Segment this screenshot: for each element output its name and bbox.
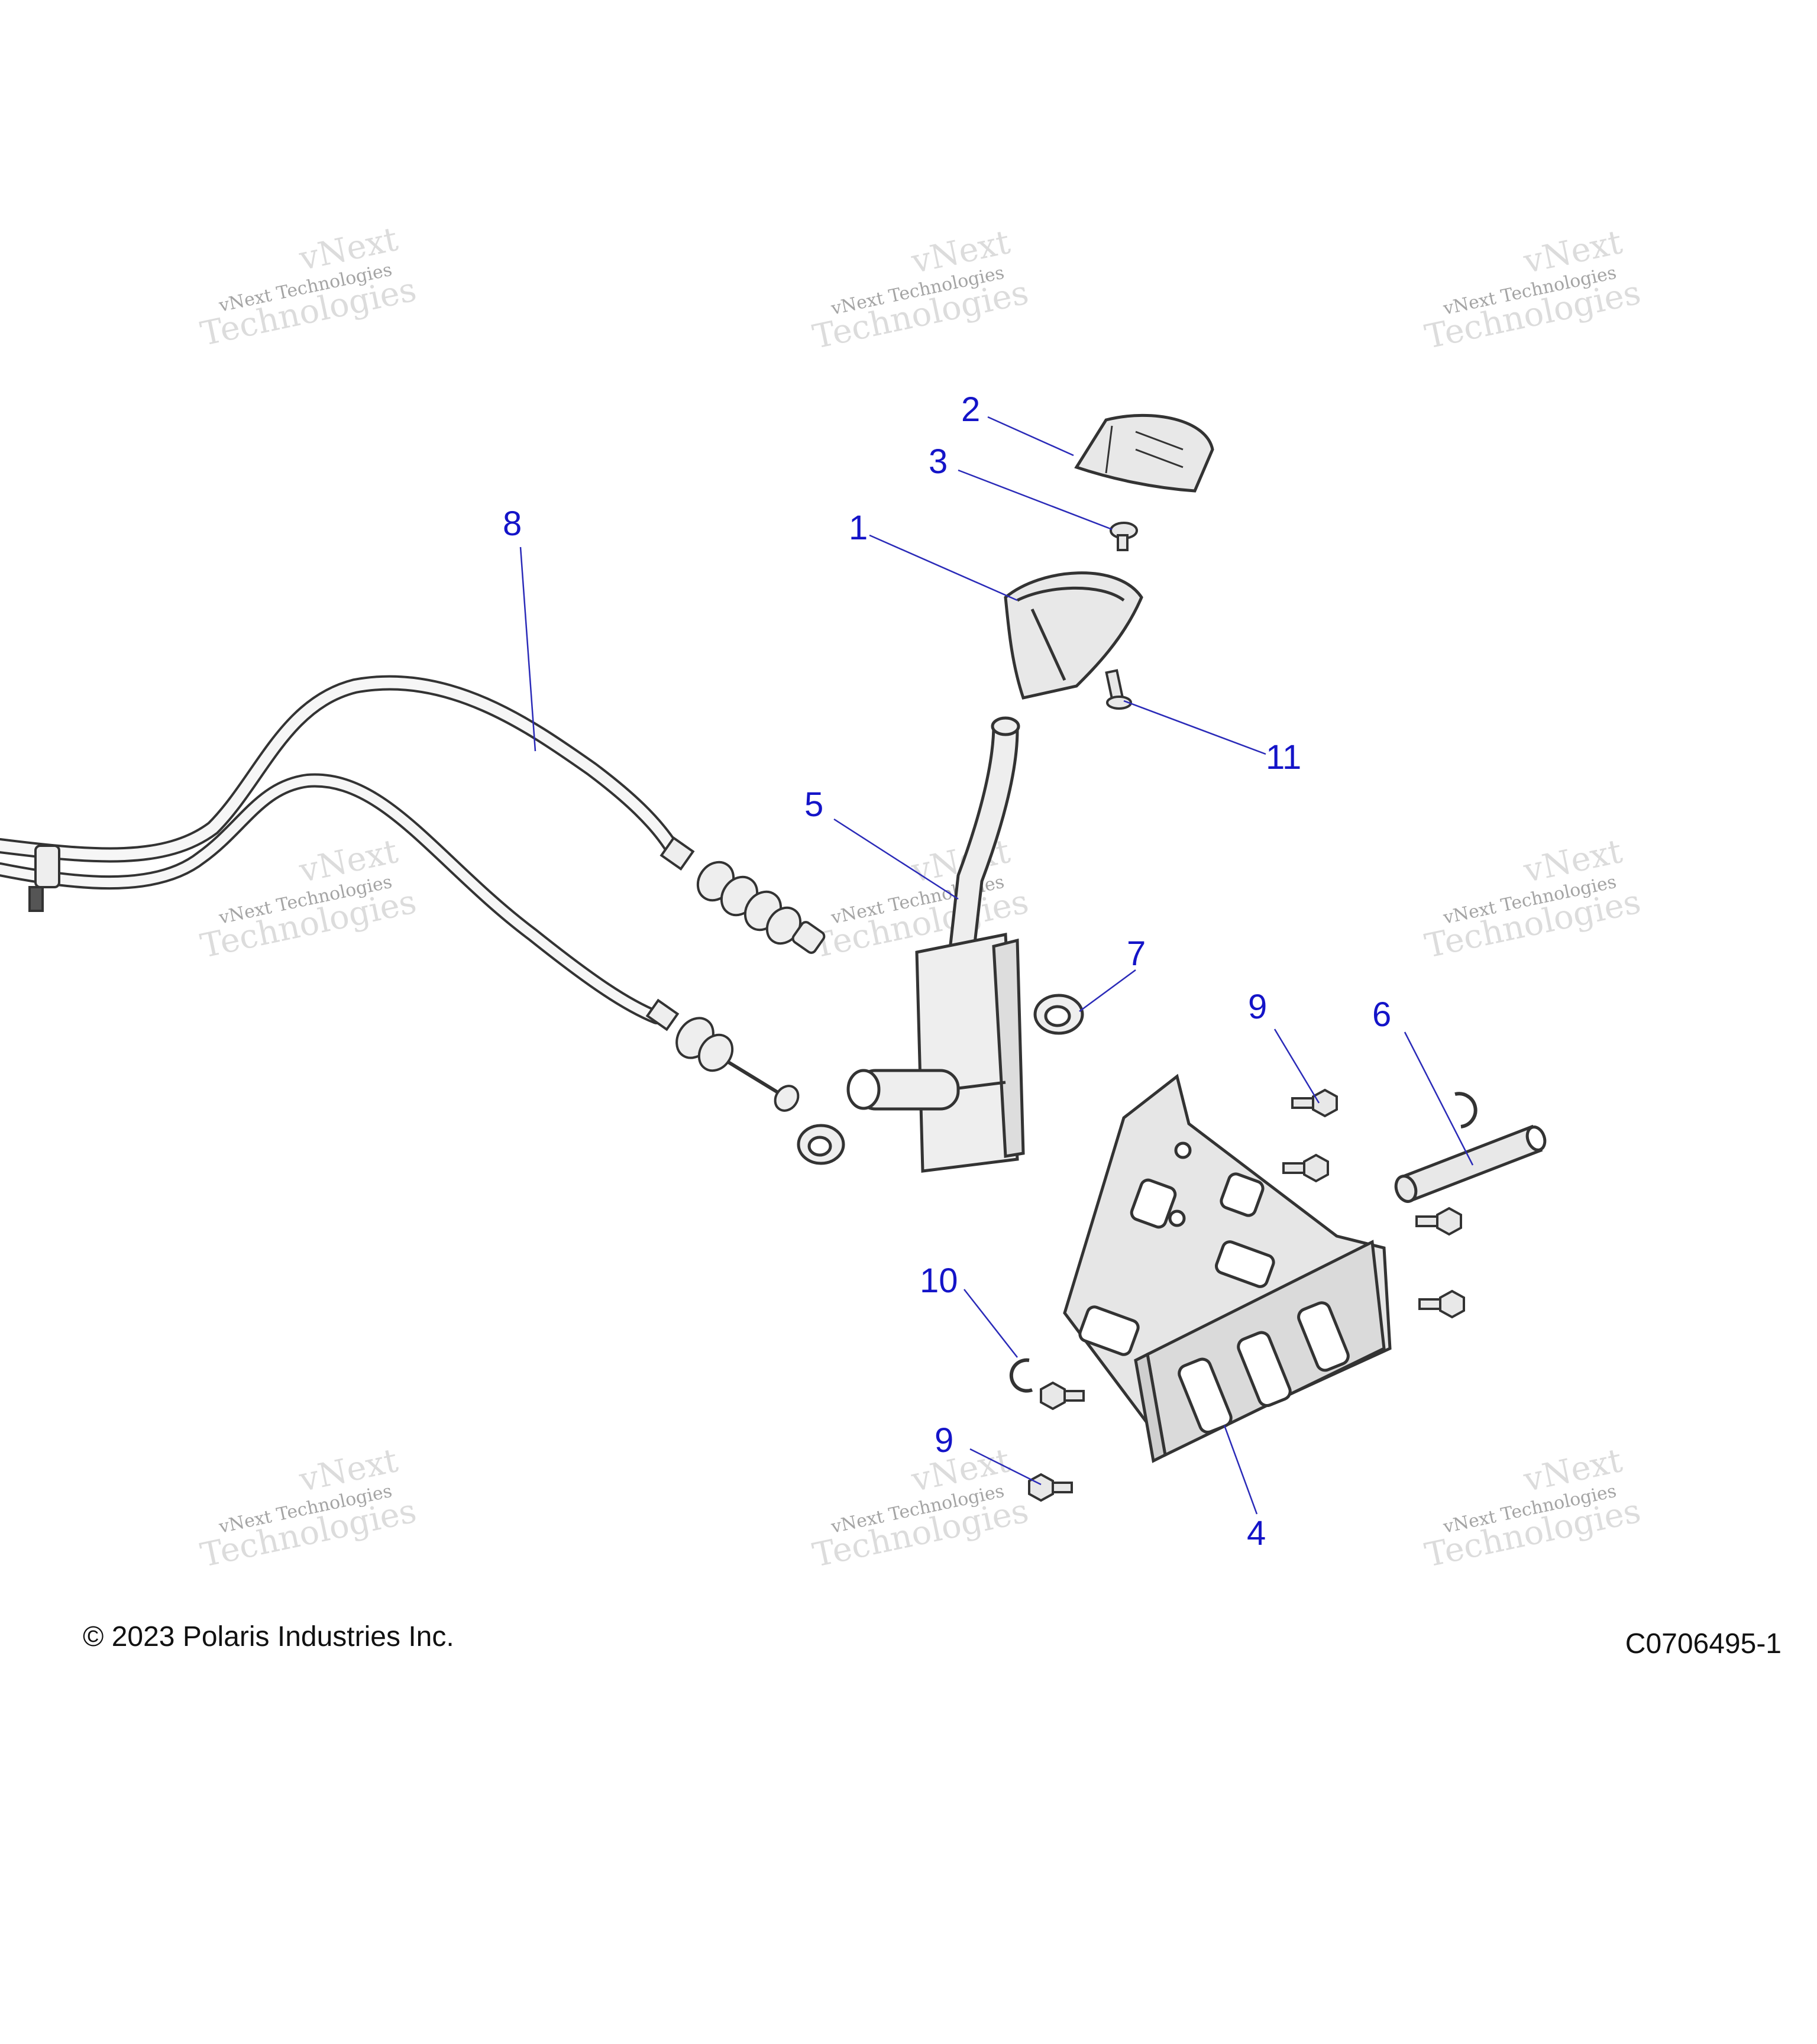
leader-10 — [964, 1289, 1018, 1358]
leader-1 — [869, 534, 1018, 601]
leader-9b — [969, 1448, 1042, 1486]
leader-9a — [1273, 1029, 1320, 1104]
pivot-pin-part-6 — [1394, 1124, 1547, 1203]
bushing-part-7 — [797, 994, 1084, 1165]
callout-6: 6 — [1372, 995, 1391, 1034]
callout-11: 11 — [1266, 738, 1301, 777]
mounting-bracket-part-4 — [1063, 1073, 1392, 1463]
screw-part-3 — [1110, 522, 1138, 551]
leader-6 — [1404, 1031, 1474, 1166]
callout-1: 1 — [849, 509, 868, 547]
callout-9b: 9 — [935, 1421, 953, 1460]
leader-lines — [519, 416, 1474, 1515]
shift-knob-part-1 — [1004, 571, 1143, 700]
callout-2: 2 — [961, 390, 980, 429]
leader-3 — [958, 469, 1113, 531]
callout-8: 8 — [503, 504, 522, 543]
bolt-part-9 — [1028, 1088, 1465, 1502]
drawing-number: C0706495-1 — [1625, 1628, 1782, 1660]
callout-5: 5 — [804, 785, 823, 824]
leader-5 — [833, 818, 959, 900]
copyright-notice: © 2023 Polaris Industries Inc. — [83, 1621, 454, 1652]
cable-boot-lower — [645, 998, 800, 1112]
leader-2 — [987, 416, 1074, 457]
leader-11 — [1123, 700, 1266, 755]
knob-cap-part-2 — [1074, 413, 1214, 493]
callout-7: 7 — [1127, 934, 1146, 973]
callout-10: 10 — [920, 1262, 958, 1300]
callouts: 1 2 3 4 5 6 7 8 9 9 10 11 — [503, 390, 1391, 1553]
e-clip — [1009, 1092, 1477, 1393]
callout-9a: 9 — [1248, 988, 1267, 1026]
shift-lever-part-5 — [846, 716, 1025, 1173]
shift-cable-part-8 — [0, 675, 682, 1024]
leader-4 — [1223, 1425, 1258, 1515]
cable-boot-upper — [659, 836, 826, 954]
cable-clip — [28, 845, 60, 912]
callout-4: 4 — [1247, 1514, 1266, 1553]
screw-part-11 — [1105, 669, 1132, 710]
callout-3: 3 — [929, 442, 948, 481]
leader-7 — [1079, 969, 1136, 1013]
leader-8 — [519, 546, 536, 752]
